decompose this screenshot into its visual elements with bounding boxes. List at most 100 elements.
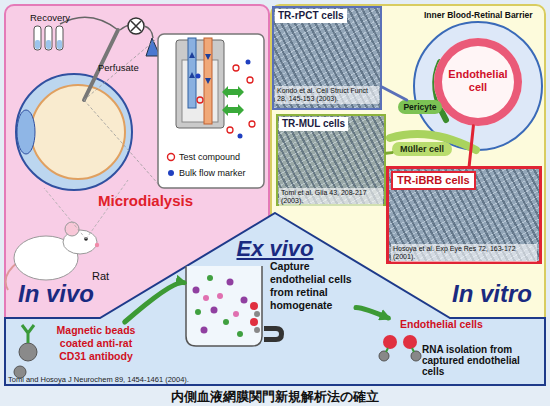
label-text: Microdialysis [98,192,193,209]
dialysis-probe [84,30,118,100]
dialysis-probe [84,30,160,186]
rat [44,180,128,239]
captured-cells [379,335,421,361]
eye [16,74,132,190]
flow-arrow [125,282,184,322]
captured-cells [386,348,414,352]
probe-inset [233,65,239,71]
eye [31,85,125,179]
label-text: Rat [92,270,109,282]
capture-tube [250,318,258,326]
rat [95,243,99,247]
recovery-tubes [57,40,62,49]
node-text: Tomi et al. Glia 43, 208-217 (2003). [279,188,383,206]
retinal-vessel [414,22,542,150]
probe-inset [158,34,264,188]
recovery-tubes [46,40,51,49]
recovery-tubes [34,26,41,50]
node-text: Ex vivo [230,236,320,262]
capture-tube [193,279,248,334]
node-text: Endothelial cells [400,318,520,331]
tubing [60,17,130,30]
antibody-bead [19,343,37,361]
captured-cells [379,351,389,361]
recovery-tubes [56,26,63,50]
retinal-vessel [435,62,446,120]
muller-band: Müller cell [392,142,452,156]
capture-tube [250,302,258,310]
node-text: TR-MUL cells [279,117,348,131]
capture-tube [195,275,243,337]
captured-cells [403,335,417,349]
callout-connector [382,87,407,100]
recovery-tubes [34,26,63,50]
node-text: Magnetic beads coated anti-rat CD31 anti… [48,324,144,363]
cell-line-photo: TR-iBRB cellsHosoya et al. Exp Eye Res 7… [386,166,542,264]
pericyte-band: Pericyte [398,100,442,114]
capture-tube [237,331,243,337]
probe-inset [247,77,253,83]
probe-inset [222,86,244,98]
probe-inset [246,60,251,65]
probe-inset [158,34,264,188]
node-text: TR-rPCT cells [275,9,347,23]
capture-tube [233,311,239,317]
process-step: Endothelial cellsRNA isolation from capt… [378,318,542,380]
node-text: In vivo [18,280,94,308]
capture-tube [203,295,209,301]
capture-tube [203,293,239,317]
capture-tube [254,311,260,333]
endothelial-circle: Endothelial cell [434,38,522,126]
rat [65,222,79,236]
capture-tube [207,275,213,281]
probe-inset [182,60,218,122]
capture-tube [195,309,201,315]
probe-inset [196,74,201,79]
node-text: TR-iBRB cells [391,171,476,190]
probe-inset [176,40,224,128]
node-text: Kondo et al. Cell Struct Funct 28, 145-1… [275,86,379,104]
capture-tube [223,319,229,325]
capture-tube [254,327,260,333]
eye [17,110,35,154]
probe-inset [238,134,243,139]
capture-tube [264,326,284,342]
pump [128,18,160,56]
rat [6,180,128,290]
dialysis-probe [84,36,160,186]
process-step: Magnetic beads coated anti-rat CD31 anti… [48,322,144,372]
eye [16,74,132,190]
label-text: Tomi and Hosoya J Neurochem 89, 1454-146… [8,375,189,384]
probe-inset [189,52,195,78]
node-text: Pericyte [398,101,442,113]
antibody-bead [22,325,34,343]
capture-tube [211,307,218,314]
retinal-vessel [390,134,476,150]
antibody-bead [14,366,26,378]
tubing [60,17,118,30]
pump [128,18,144,34]
capture-tube [186,266,284,346]
probe-inset [188,38,196,108]
callout-connector [386,151,392,155]
node-text: Capture endothelial cells from retinal h… [270,260,360,312]
captured-cells [411,351,421,361]
cell-line-photo: TR-MUL cellsTomi et al. Glia 43, 208-217… [276,114,386,206]
legend-symbol [166,152,176,162]
cell-line-photo: TR-rPCT cellsKondo et al. Cell Struct Fu… [272,6,382,110]
capture-tube [186,266,262,346]
legend-symbol [168,170,174,176]
legend-text: Test compound [179,150,240,164]
node-text: In vitro [452,280,532,308]
node-text: Endothelial cell [446,68,510,94]
node-text: Müller cell [392,143,452,155]
probe-inset [222,104,244,116]
capture-tube [201,327,208,334]
label-text: Perfusate [98,62,139,73]
node-text: Hosoya et al. Exp Eye Res 72, 163-172 (2… [391,244,537,262]
process-step: Capture endothelial cells from retinal h… [184,258,356,348]
label-text: Inner Blood-Retinal Barrier [424,10,533,20]
capture-tube [193,287,200,294]
capture-tube [254,311,260,317]
figure-caption: 内側血液網膜関門新規解析法の確立 [0,388,550,405]
